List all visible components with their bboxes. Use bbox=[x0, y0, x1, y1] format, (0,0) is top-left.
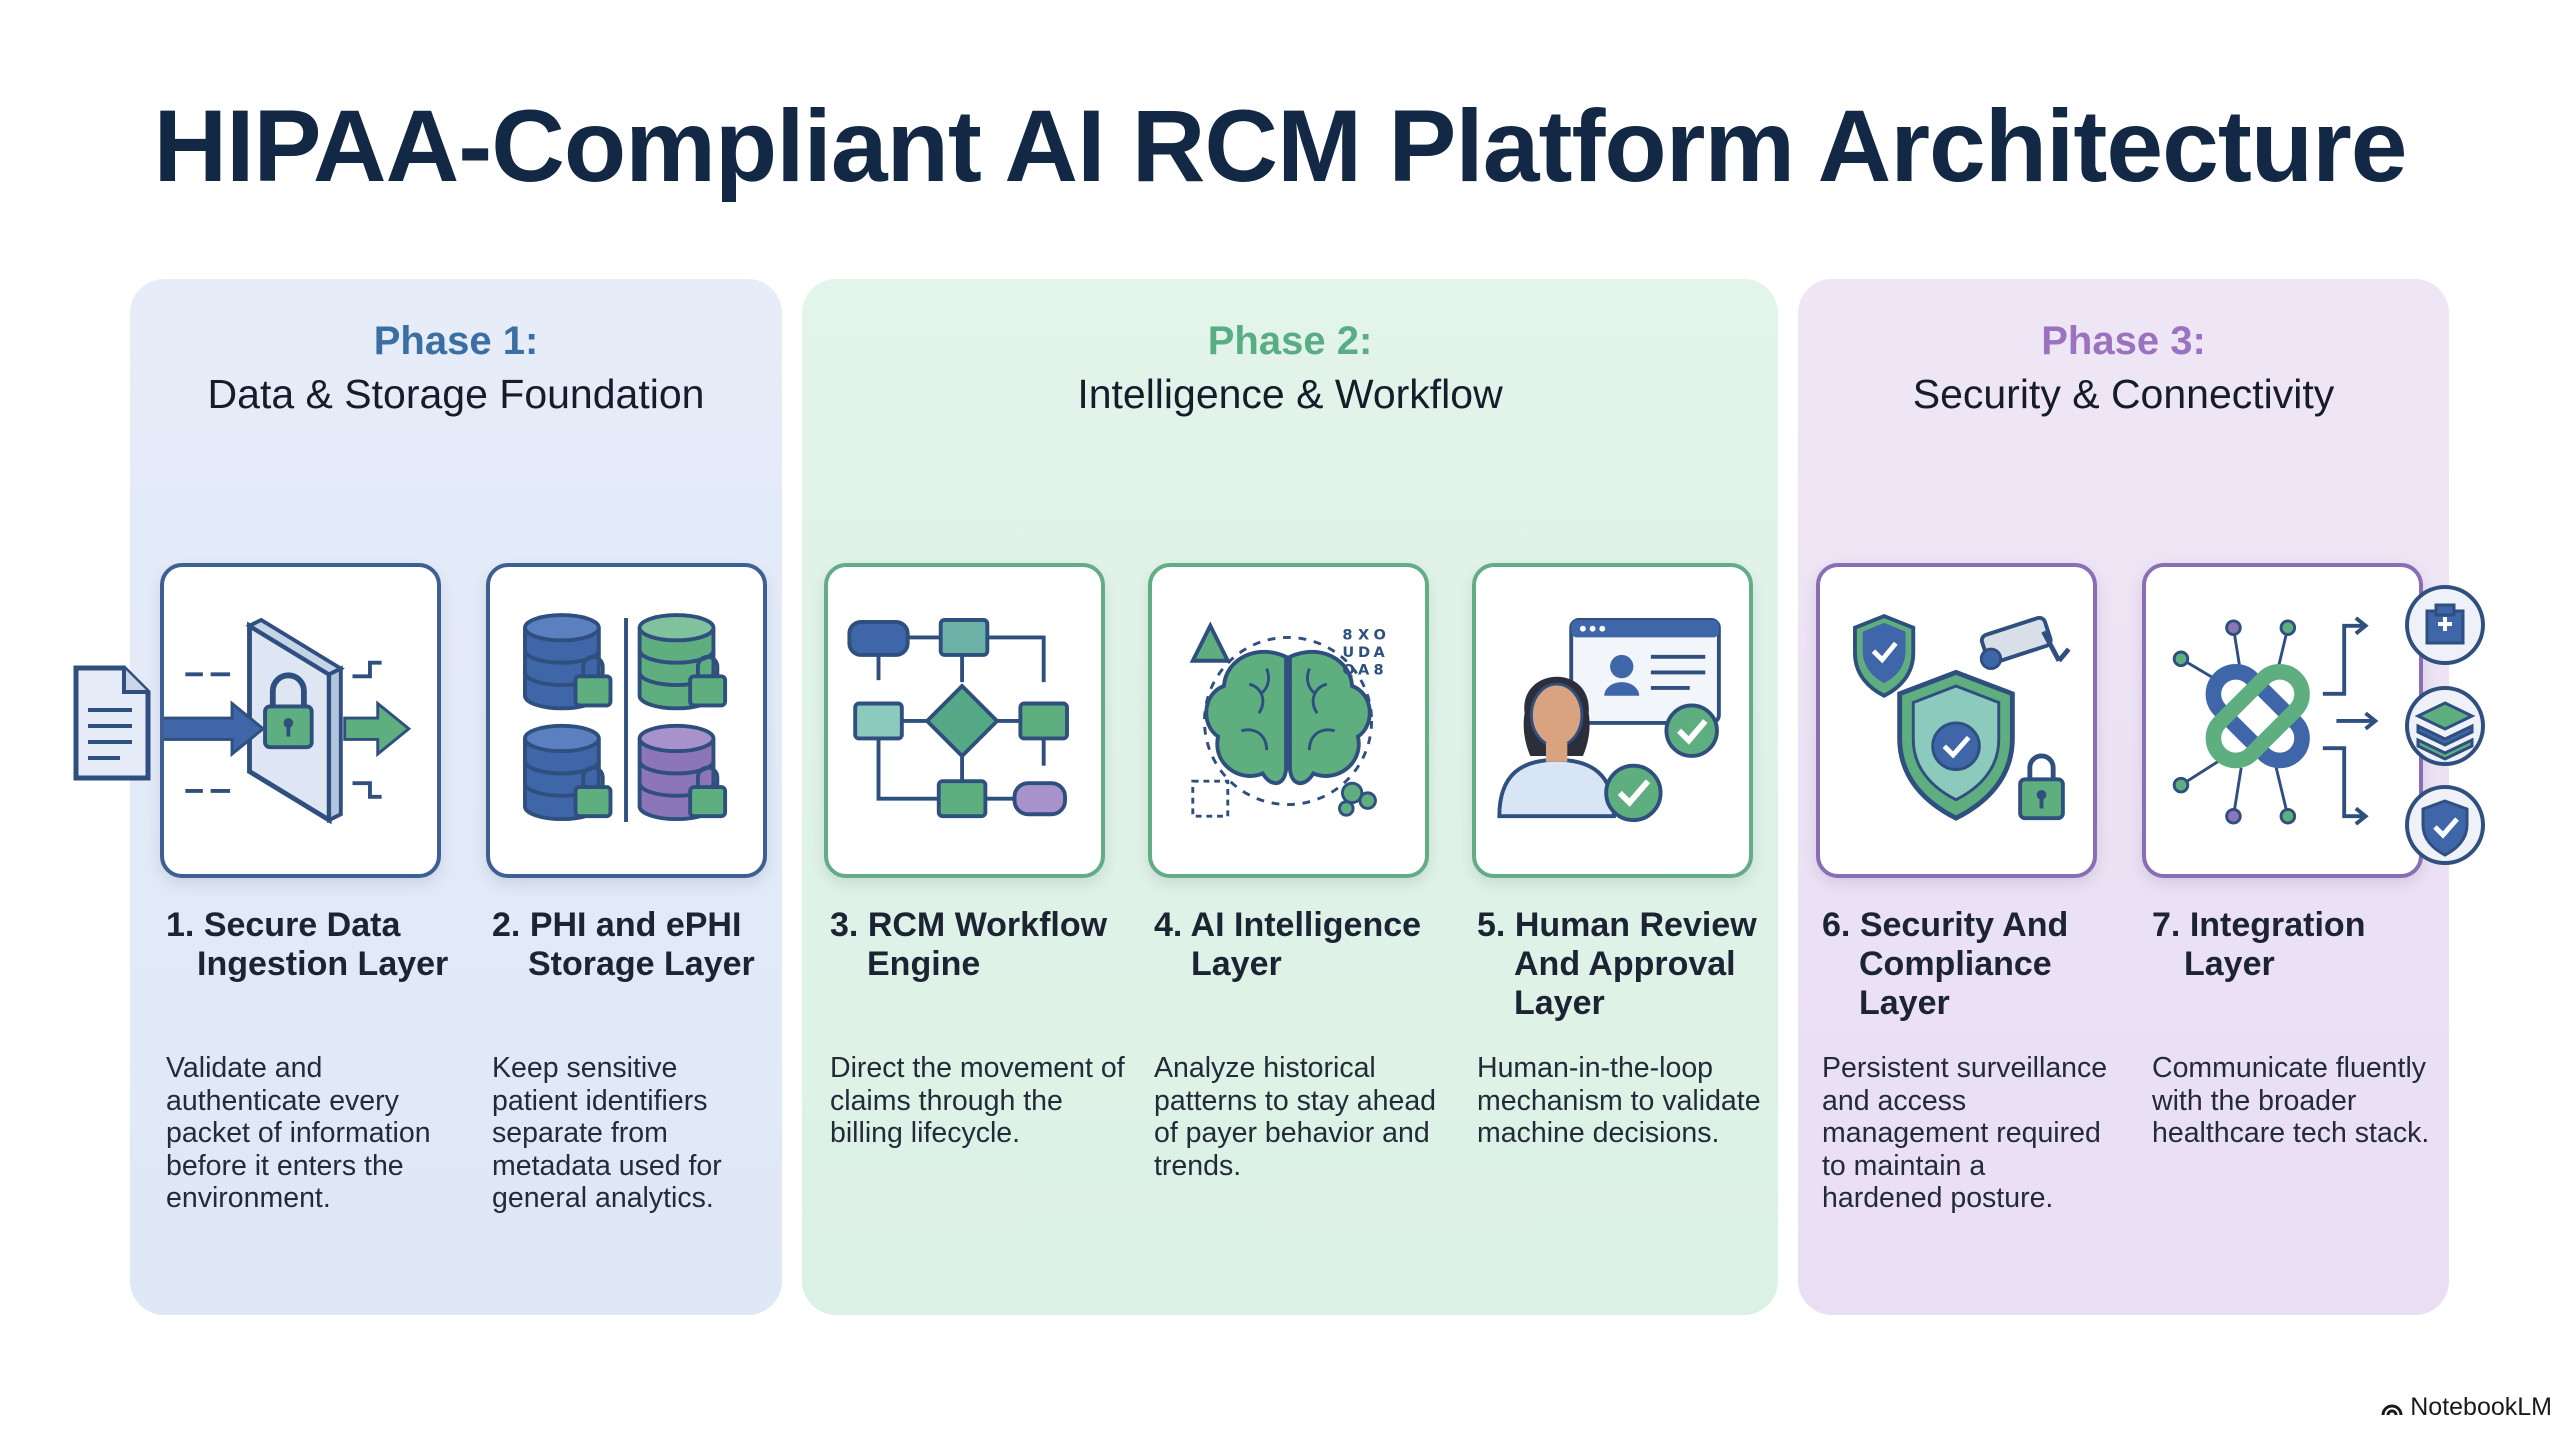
card-integration bbox=[2142, 563, 2423, 878]
chain-link-integration-icon bbox=[2172, 616, 2379, 826]
hospital-icon bbox=[2425, 603, 2465, 645]
layer-7-number: 7. bbox=[2152, 906, 2181, 944]
layer-5-name: 5. Human Review And Approval Layer bbox=[1477, 906, 1757, 1022]
card-phi-storage bbox=[486, 563, 767, 878]
layer-4-description: Analyze historical patterns to stay ahea… bbox=[1154, 1052, 1437, 1182]
layer-6-name: 6. Security And Compliance Layer bbox=[1822, 906, 2069, 1022]
layers-icon bbox=[2414, 701, 2476, 761]
svg-text:U: U bbox=[1342, 644, 1354, 661]
layer-7-description: Communicate fluently with the broader he… bbox=[2152, 1052, 2430, 1150]
integration-endpoints-icon bbox=[2405, 585, 2485, 865]
layer-3-number: 3. bbox=[830, 906, 859, 944]
svg-text:8: 8 bbox=[1342, 626, 1352, 643]
human-reviewer-icon bbox=[1497, 618, 1721, 823]
phase-1-header: Phase 1: Data & Storage Foundation bbox=[130, 315, 782, 421]
phase-1-label: Phase 1: bbox=[373, 319, 539, 363]
svg-text:O: O bbox=[1374, 626, 1386, 643]
phase-3-name: Security & Connectivity bbox=[1912, 371, 2335, 417]
layer-2-name: 2. PHI and ePHI Storage Layer bbox=[492, 906, 755, 983]
layer-2-description: Keep sensitive patient identifiers separ… bbox=[492, 1052, 722, 1215]
workflow-flowchart-icon bbox=[847, 618, 1069, 819]
phase-2-name: Intelligence & Workflow bbox=[1077, 371, 1503, 417]
phase-2-label: Phase 2: bbox=[1207, 319, 1373, 363]
database-lock-icon bbox=[523, 613, 728, 823]
card-human-review bbox=[1472, 563, 1753, 878]
layer-6-description: Persistent surveillance and access manag… bbox=[1822, 1052, 2108, 1215]
phase-3-header: Phase 3: Security & Connectivity bbox=[1798, 315, 2449, 421]
svg-text:A: A bbox=[1374, 644, 1386, 661]
phase-2-header: Phase 2: Intelligence & Workflow bbox=[802, 315, 1778, 421]
svg-text:X: X bbox=[1358, 626, 1369, 643]
svg-text:Q: Q bbox=[1342, 661, 1354, 678]
phase-3-label: Phase 3: bbox=[2041, 319, 2206, 363]
layer-4-name: 4. AI Intelligence Layer bbox=[1154, 906, 1422, 983]
notebooklm-logo-icon bbox=[2381, 1404, 2403, 1415]
shield-check-icon bbox=[2421, 799, 2469, 857]
layer-5-description: Human-in-the-loop mechanism to validate … bbox=[1477, 1052, 1761, 1150]
shield-camera-lock-icon bbox=[1853, 613, 2071, 821]
layer-3-description: Direct the movement of claims through th… bbox=[830, 1052, 1125, 1150]
svg-text:D: D bbox=[1358, 644, 1370, 661]
layer-6-number: 6. bbox=[1822, 906, 1851, 944]
svg-text:A: A bbox=[1358, 661, 1370, 678]
document-arrow-lock-icon bbox=[164, 617, 412, 825]
card-security-compliance bbox=[1816, 563, 2097, 878]
layer-7-name: 7. Integration Layer bbox=[2152, 906, 2366, 983]
layer-2-number: 2. bbox=[492, 906, 521, 944]
svg-text:8: 8 bbox=[1374, 661, 1384, 678]
phase-1-name: Data & Storage Foundation bbox=[207, 371, 705, 417]
page-title: HIPAA-Compliant AI RCM Platform Architec… bbox=[153, 89, 2407, 203]
layer-3-name: 3. RCM Workflow Engine bbox=[830, 906, 1108, 983]
document-icon bbox=[73, 665, 151, 781]
layer-4-number: 4. bbox=[1154, 906, 1183, 944]
layer-1-number: 1. bbox=[166, 906, 195, 944]
brand-watermark: NotebookLM bbox=[2380, 1393, 2552, 1422]
layer-1-description: Validate and authenticate every packet o… bbox=[166, 1052, 431, 1215]
layer-5-number: 5. bbox=[1477, 906, 1506, 944]
layer-1-name: 1. Secure Data Ingestion Layer bbox=[166, 906, 449, 983]
brand-name: NotebookLM bbox=[2410, 1393, 2552, 1421]
card-rcm-workflow bbox=[824, 563, 1105, 878]
card-secure-data-ingestion bbox=[160, 563, 441, 878]
